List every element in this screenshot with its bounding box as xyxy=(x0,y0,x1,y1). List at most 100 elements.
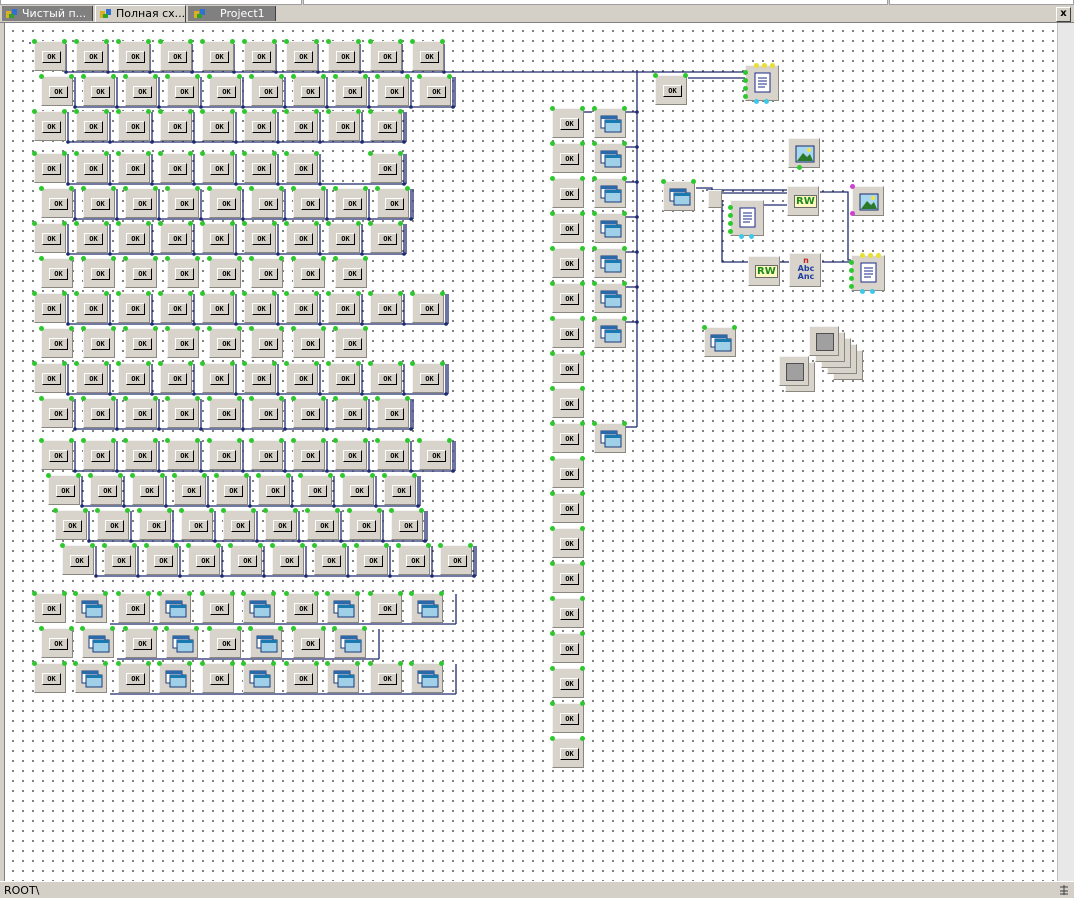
connection-pin[interactable] xyxy=(146,661,151,666)
connection-pin[interactable] xyxy=(405,186,410,191)
connection-pin[interactable] xyxy=(702,325,707,330)
button-element[interactable]: OK xyxy=(74,291,109,323)
connection-pin[interactable] xyxy=(396,543,401,548)
connection-pin[interactable] xyxy=(405,74,410,79)
document-element[interactable] xyxy=(728,200,764,239)
connection-pin[interactable] xyxy=(580,491,585,496)
button-element[interactable]: OK xyxy=(74,109,109,141)
reader-element[interactable] xyxy=(661,179,696,211)
connection-pin[interactable] xyxy=(438,543,443,548)
connection-pin[interactable] xyxy=(870,289,875,294)
button-element[interactable]: OK xyxy=(39,256,74,288)
connection-pin[interactable] xyxy=(876,253,881,258)
connection-pin[interactable] xyxy=(797,165,802,170)
connection-pin[interactable] xyxy=(368,109,373,114)
connection-pin[interactable] xyxy=(165,438,170,443)
connection-pin[interactable] xyxy=(270,543,275,548)
connection-pin[interactable] xyxy=(743,86,748,91)
connection-pin[interactable] xyxy=(622,106,627,111)
connection-pin[interactable] xyxy=(321,326,326,331)
connection-pin[interactable] xyxy=(355,661,360,666)
connection-pin[interactable] xyxy=(291,396,296,401)
connection-pin[interactable] xyxy=(81,438,86,443)
form-element-lone[interactable] xyxy=(702,325,737,357)
connection-pin[interactable] xyxy=(622,176,627,181)
connection-pin[interactable] xyxy=(580,631,585,636)
connection-pin[interactable] xyxy=(550,141,555,146)
connection-pin[interactable] xyxy=(580,316,585,321)
connection-pin[interactable] xyxy=(214,473,219,478)
button-element[interactable]: OK xyxy=(284,291,319,323)
connection-pin[interactable] xyxy=(363,326,368,331)
button-element[interactable]: OK xyxy=(74,39,109,71)
connection-pin[interactable] xyxy=(326,291,331,296)
connection-pin[interactable] xyxy=(153,186,158,191)
connection-pin[interactable] xyxy=(849,284,854,289)
connection-pin[interactable] xyxy=(550,736,555,741)
connection-pin[interactable] xyxy=(622,141,627,146)
connection-pin[interactable] xyxy=(384,543,389,548)
connection-pin[interactable] xyxy=(39,626,44,631)
button-element[interactable]: OK xyxy=(333,256,368,288)
connection-pin[interactable] xyxy=(860,253,865,258)
connection-pin[interactable] xyxy=(326,109,331,114)
form-element[interactable] xyxy=(592,421,627,453)
connection-pin[interactable] xyxy=(74,361,79,366)
button-element[interactable]: OK xyxy=(368,39,403,71)
connection-pin[interactable] xyxy=(580,736,585,741)
button-element[interactable]: OK xyxy=(550,561,585,593)
connection-pin[interactable] xyxy=(362,626,367,631)
button-element[interactable]: OK xyxy=(123,186,158,218)
connection-pin[interactable] xyxy=(849,276,854,281)
connection-pin[interactable] xyxy=(74,291,79,296)
connection-pin[interactable] xyxy=(104,151,109,156)
connection-pin[interactable] xyxy=(356,109,361,114)
button-element[interactable]: OK xyxy=(417,438,452,470)
button-element[interactable]: OK xyxy=(179,508,214,540)
button-element[interactable]: OK xyxy=(158,221,193,253)
connection-pin[interactable] xyxy=(221,508,226,513)
form-element[interactable] xyxy=(325,661,360,693)
connection-pin[interactable] xyxy=(291,326,296,331)
connection-pin[interactable] xyxy=(69,326,74,331)
connection-pin[interactable] xyxy=(305,508,310,513)
connection-pin[interactable] xyxy=(62,291,67,296)
connection-pin[interactable] xyxy=(291,74,296,79)
connection-pin[interactable] xyxy=(375,186,380,191)
button-element[interactable]: OK xyxy=(242,109,277,141)
connection-pin[interactable] xyxy=(754,99,759,104)
connection-pin[interactable] xyxy=(363,74,368,79)
button-element[interactable]: OK xyxy=(550,491,585,523)
connection-pin[interactable] xyxy=(32,39,37,44)
connection-pin[interactable] xyxy=(153,256,158,261)
button-element[interactable]: OK xyxy=(550,701,585,733)
connection-pin[interactable] xyxy=(550,386,555,391)
button-element[interactable]: OK xyxy=(410,39,445,71)
connection-pin[interactable] xyxy=(241,661,246,666)
connection-pin[interactable] xyxy=(592,246,597,251)
connection-pin[interactable] xyxy=(230,591,235,596)
button-element[interactable]: OK xyxy=(116,591,151,623)
button-element[interactable]: OK xyxy=(46,473,81,505)
button-element[interactable]: OK xyxy=(123,626,158,658)
connection-pin[interactable] xyxy=(368,591,373,596)
connection-pin[interactable] xyxy=(165,186,170,191)
connection-pin[interactable] xyxy=(849,260,854,265)
connection-pin[interactable] xyxy=(312,543,317,548)
connection-pin[interactable] xyxy=(284,151,289,156)
connection-pin[interactable] xyxy=(195,396,200,401)
connection-pin[interactable] xyxy=(468,543,473,548)
connection-pin[interactable] xyxy=(300,543,305,548)
connection-pin[interactable] xyxy=(73,661,78,666)
connection-pin[interactable] xyxy=(314,591,319,596)
button-element[interactable]: OK xyxy=(410,291,445,323)
button-element[interactable]: OK xyxy=(354,543,389,575)
tab-full-schema[interactable]: Полная сх... xyxy=(95,5,186,22)
button-element[interactable]: OK xyxy=(291,396,326,428)
connection-pin[interactable] xyxy=(249,74,254,79)
connection-pin[interactable] xyxy=(410,291,415,296)
button-element[interactable]: OK xyxy=(165,74,200,106)
connection-pin[interactable] xyxy=(368,39,373,44)
form-element[interactable] xyxy=(73,661,108,693)
connection-pin[interactable] xyxy=(230,221,235,226)
